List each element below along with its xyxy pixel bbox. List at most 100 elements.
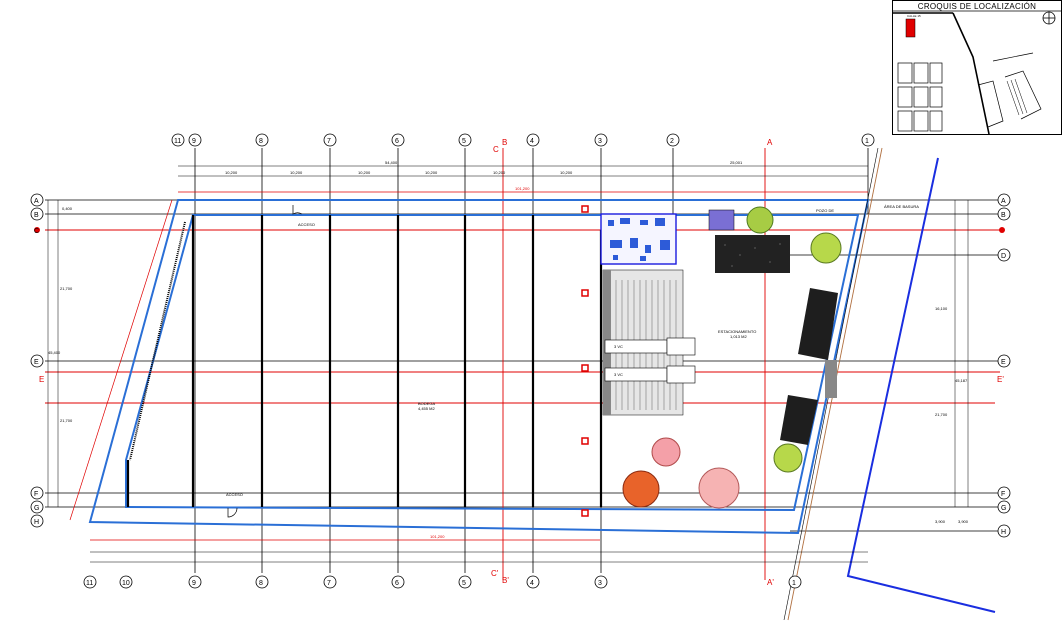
section-c-top: C	[493, 145, 499, 154]
row-label-b: B	[34, 212, 39, 219]
acceso-label-top: ACCESO	[298, 222, 315, 227]
dotted-hatch	[724, 243, 781, 267]
street-line	[846, 157, 996, 613]
trailer-1	[604, 337, 696, 356]
col-label-7-bottom: 7	[327, 580, 331, 587]
dim-bay-4: 10,200	[425, 170, 438, 175]
estacionamiento-label: ESTACIONAMIENTO	[718, 329, 756, 334]
dim-bay-2: 10,200	[290, 170, 303, 175]
dim-side-small: 3,900	[935, 519, 946, 524]
trash-area	[715, 235, 790, 273]
door-swings	[227, 205, 303, 518]
section-a-bottom: A'	[767, 578, 774, 587]
col-label-11-bottom: 11	[86, 580, 93, 587]
sketch-title: CROQUIS DE LOCALIZACIÓN	[917, 2, 1037, 11]
column-bubbles-bottom	[83, 575, 802, 589]
col-label-11: 11	[174, 138, 181, 145]
row-label-c: C	[34, 228, 39, 235]
red-column-markers	[581, 205, 589, 517]
col-label-1: 1	[865, 138, 869, 145]
dim-bay-1: 10,200	[225, 170, 238, 175]
north-arrow-icon	[1042, 11, 1056, 25]
section-c-bottom: C'	[491, 569, 499, 578]
row-label-f: F	[34, 491, 38, 498]
dim-bottom-overall: 101,200	[430, 534, 445, 539]
dim-left-mid: 21,700	[60, 286, 73, 291]
trailer-2-label: 3 VC	[614, 372, 623, 377]
acceso-label-bottom: ACCESO	[226, 492, 243, 497]
row-label-a-right: A	[1001, 198, 1006, 205]
location-sketch: CROQUIS DE LOCALIZACIÓN CALLE 15	[892, 0, 1062, 135]
col-label-6: 6	[395, 138, 399, 145]
row-label-e-right: E	[1001, 359, 1006, 366]
site-boundary	[88, 199, 870, 535]
hatched-wall	[129, 221, 186, 461]
dim-top-total-right: 25,001	[730, 160, 743, 165]
dim-left-overall: 45,400	[48, 350, 61, 355]
col-label-4-bottom: 4	[530, 580, 534, 587]
dim-side-small-2: 3,900	[958, 519, 969, 524]
horizontal-grid-lines	[45, 199, 1000, 508]
col-label-2: 2	[670, 138, 674, 145]
trailer-1-label: 3 VC	[614, 344, 623, 349]
col-label-1-bottom: 1	[792, 580, 796, 587]
site-marker	[905, 18, 916, 38]
parking-pad-1	[798, 288, 838, 360]
col-label-5-bottom: 5	[462, 580, 466, 587]
col-label-3-bottom: 3	[598, 580, 602, 587]
row-label-a: A	[34, 198, 39, 205]
col-label-8: 8	[259, 138, 263, 145]
dim-bay-3: 10,200	[358, 170, 371, 175]
dimension-chain	[47, 165, 969, 563]
row-bubbles-left	[30, 193, 44, 528]
trees	[622, 206, 842, 509]
column-bubbles-top	[171, 133, 875, 147]
row-label-d-right: D	[1001, 253, 1006, 260]
row-label-b-right: B	[1001, 212, 1006, 219]
dim-right-overall: 45,187	[955, 378, 968, 383]
sketch-map: CALLE 15	[893, 10, 1061, 134]
parking-pad-2	[780, 395, 818, 445]
row-label-e: E	[34, 359, 39, 366]
col-label-4: 4	[530, 138, 534, 145]
section-b-top: B	[502, 138, 507, 147]
dim-right-mid: 21,700	[935, 412, 948, 417]
column-slab	[825, 360, 837, 398]
row-bubbles-right	[997, 193, 1011, 538]
dim-bay-5: 10,200	[493, 170, 506, 175]
trailer-2	[604, 365, 696, 384]
estacionamiento-area: 1,013 M2	[730, 334, 747, 339]
col-label-10-bottom: 10	[122, 580, 130, 587]
office-furniture	[608, 218, 670, 261]
section-e-left: E	[39, 375, 44, 384]
sketch-street-label: CALLE 15	[907, 14, 921, 18]
bodega-area: 4,455 M2	[418, 406, 435, 411]
bodega-label: BODEGA	[418, 401, 435, 406]
dim-top-overall: 101,200	[515, 186, 530, 191]
dim-left-mid-2: 21,700	[60, 418, 73, 423]
col-label-6-bottom: 6	[395, 580, 399, 587]
row-label-g-right: G	[1001, 505, 1006, 512]
pozo-label: POZO DE	[816, 208, 834, 213]
section-lines	[45, 148, 1000, 580]
dim-top-total-left: 54,400	[385, 160, 398, 165]
row-label-g: G	[34, 505, 39, 512]
col-label-9-bottom: 9	[192, 580, 196, 587]
col-label-3: 3	[598, 138, 602, 145]
section-a-top: A	[767, 138, 773, 147]
dim-right-top: 16,100	[935, 306, 948, 311]
section-e-right: E'	[997, 375, 1004, 384]
section-b-bottom: B'	[502, 576, 509, 585]
row-label-f-right: F	[1001, 491, 1005, 498]
col-label-9: 9	[192, 138, 196, 145]
area-basura-label: ÁREA DE BASURA	[884, 204, 919, 209]
row-label-h: H	[34, 519, 39, 526]
dim-bay-6: 10,200	[560, 170, 573, 175]
building-boundary	[125, 214, 860, 512]
col-label-7: 7	[327, 138, 331, 145]
row-label-h-right: H	[1001, 529, 1006, 536]
col-label-8-bottom: 8	[259, 580, 263, 587]
dim-left-top: 0,400	[62, 206, 73, 211]
grid-end-dots	[34, 227, 1005, 233]
